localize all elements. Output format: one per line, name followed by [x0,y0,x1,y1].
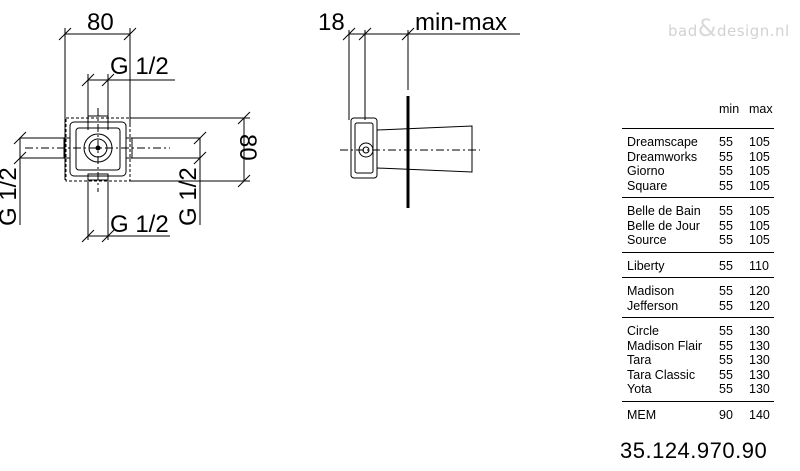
series-name: Dreamworks [627,149,698,164]
min-value: 55 [719,367,733,382]
max-value: 130 [749,367,770,382]
table-row: Tara Classic 55 130 [622,368,774,383]
min-value: 55 [719,284,733,298]
series-name: Square [627,178,668,193]
header-max: max [749,102,773,116]
min-value: 55 [719,178,733,193]
watermark-text-right: design.nl [716,22,790,40]
min-value: 90 [719,407,733,422]
series-name: Madison Flair [627,338,703,353]
table-row: Belle de Bain 55 105 [622,204,774,219]
thread-top-label: G 1/2 [110,53,169,80]
series-name: Liberty [627,258,665,273]
series-name: Belle de Bain [627,204,701,218]
table-row: Yota 55 130 [622,382,774,397]
max-value: 110 [749,258,769,273]
max-value: 105 [749,149,770,164]
width-dimension-label: 80 [87,9,114,36]
table-row: Dreamworks 55 105 [622,150,774,165]
table-row: Tara 55 130 [622,353,774,368]
table-row: Dreamscape 55 105 [622,135,774,150]
height-dimension-label: 80 [234,134,261,161]
table-row: Source 55 105 [622,233,774,248]
table-row: Jefferson 55 120 [622,299,774,314]
max-value: 130 [749,324,770,338]
max-value: 130 [749,338,770,353]
min-value: 55 [719,338,733,353]
header-min: min [719,102,740,116]
max-value: 130 [749,382,770,396]
max-value: 105 [749,135,770,149]
max-value: 105 [749,178,770,193]
table-row: Square 55 105 [622,179,774,194]
series-name: Belle de Jour [627,218,700,233]
min-value: 55 [719,258,733,273]
min-value: 55 [719,233,733,247]
table-row: Belle de Jour 55 105 [622,219,774,234]
series-name: Tara Classic [627,367,696,382]
min-value: 55 [719,218,733,233]
table-row: MEM 90 140 [622,408,774,423]
table-row: Giorno 55 105 [622,164,774,179]
max-value: 105 [749,233,770,247]
table-header: min max [622,102,774,128]
depth-dimension-label: 18 [318,9,345,36]
series-name: Dreamscape [627,135,698,149]
min-value: 55 [719,324,733,338]
thread-bottom-label: G 1/2 [110,211,169,238]
watermark-ampersand: & [697,14,717,42]
series-name: Madison [627,284,675,298]
max-value: 105 [749,204,770,218]
table-row: Circle 55 130 [622,324,774,339]
series-name: MEM [627,407,657,422]
thread-left-label: G 1/2 [0,167,22,226]
min-value: 55 [719,298,733,313]
max-value: 130 [749,353,770,367]
table-group: MEM 90 140 [622,400,774,427]
min-value: 55 [719,149,733,164]
thread-right-label: G 1/2 [175,167,202,226]
watermark-text-left: bad [668,22,698,40]
min-value: 55 [719,382,733,396]
series-name: Source [627,233,667,247]
table-row: Madison Flair 55 130 [622,339,774,354]
min-value: 55 [719,135,733,149]
max-value: 120 [749,284,770,298]
max-value: 105 [749,218,770,233]
table-row: Liberty 55 110 [622,259,774,274]
max-value: 120 [749,298,770,313]
series-name: Yota [627,382,652,396]
watermark: bad&design.nl [668,14,790,42]
min-max-label: min-max [415,9,507,36]
min-value: 55 [719,353,733,367]
series-name: Tara [627,353,652,367]
series-name: Giorno [627,164,665,178]
min-value: 55 [719,204,733,218]
technical-drawing: 80 G 1/2 80 G 1/2 G 1/2 G 1/2 18 min-max [0,9,520,243]
part-number: 35.124.970.90 [620,438,768,463]
table-group: Liberty 55 110 [622,251,774,278]
series-name: Circle [627,324,659,338]
table-row: Madison 55 120 [622,284,774,299]
max-value: 105 [749,164,770,178]
series-name: Jefferson [627,298,679,313]
max-value: 140 [749,407,770,422]
min-value: 55 [719,164,733,178]
